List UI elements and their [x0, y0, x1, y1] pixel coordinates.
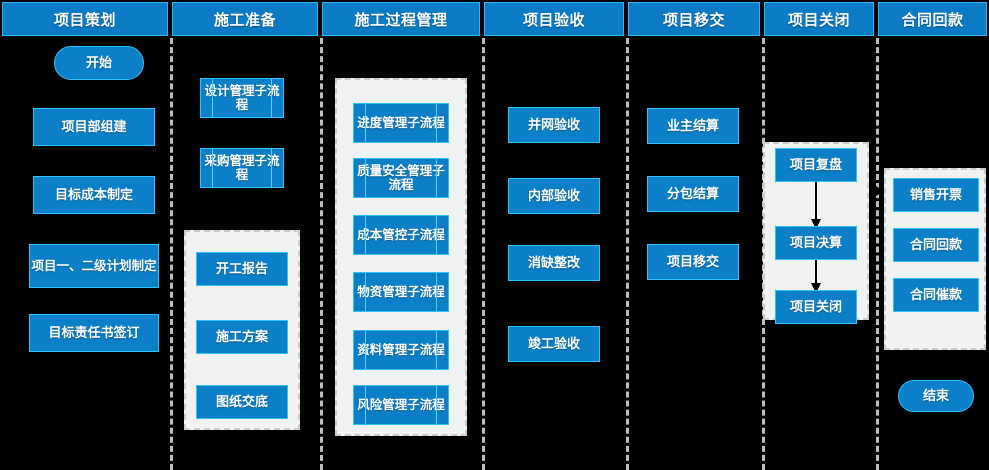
node-subcontract-settlement[interactable]: 分包结算	[647, 176, 739, 212]
node-commencement-report[interactable]: 开工报告	[196, 252, 288, 286]
node-material-management-subprocess[interactable]: 物资管理子流程	[353, 272, 449, 312]
lane-divider-2	[320, 38, 323, 470]
lane-header-project-handover[interactable]: 项目移交	[628, 2, 760, 36]
node-contract-collection[interactable]: 合同回款	[893, 228, 979, 262]
lane-header-project-acceptance[interactable]: 项目验收	[484, 2, 624, 36]
arrow-review-to-final-account	[811, 182, 821, 229]
arrow-final-account-to-closure	[811, 260, 821, 293]
node-project-closure[interactable]: 项目关闭	[775, 290, 857, 324]
node-internal-acceptance[interactable]: 内部验收	[508, 178, 600, 214]
node-quality-safety-management-subprocess[interactable]: 质量安全管理子流程	[353, 158, 449, 198]
node-level-1-2-plan-formulation[interactable]: 项目一、二级计划制定	[29, 244, 159, 288]
lane-divider-6	[876, 38, 879, 470]
node-project-department-setup[interactable]: 项目部组建	[33, 108, 155, 146]
node-project-final-account[interactable]: 项目决算	[775, 226, 857, 260]
node-target-cost-formulation[interactable]: 目标成本制定	[33, 176, 155, 214]
node-completion-acceptance[interactable]: 竣工验收	[508, 326, 600, 362]
lane-header-construction-preparation[interactable]: 施工准备	[172, 2, 318, 36]
node-design-management-subprocess[interactable]: 设计管理子流程	[200, 78, 284, 118]
node-grid-connection-acceptance[interactable]: 并网验收	[508, 107, 600, 143]
node-sales-invoicing[interactable]: 销售开票	[893, 178, 979, 212]
lane-header-contract-collection[interactable]: 合同回款	[878, 2, 987, 36]
node-project-handover[interactable]: 项目移交	[647, 244, 739, 280]
node-target-responsibility-signing[interactable]: 目标责任书签订	[29, 314, 159, 352]
node-construction-plan[interactable]: 施工方案	[196, 320, 288, 354]
lane-header-construction-process-management[interactable]: 施工过程管理	[322, 2, 480, 36]
node-defect-rectification[interactable]: 消缺整改	[508, 245, 600, 281]
node-start[interactable]: 开始	[54, 46, 144, 80]
node-document-management-subprocess[interactable]: 资料管理子流程	[353, 330, 449, 370]
node-end[interactable]: 结束	[898, 380, 974, 412]
node-owner-settlement[interactable]: 业主结算	[647, 108, 739, 144]
lane-header-project-closure[interactable]: 项目关闭	[764, 2, 874, 36]
lane-divider-4	[626, 38, 629, 470]
lane-header-project-planning[interactable]: 项目策划	[2, 2, 168, 36]
arrow-into-sales-invoicing	[876, 186, 884, 196]
lane-divider-3	[482, 38, 485, 470]
node-cost-control-subprocess[interactable]: 成本管控子流程	[353, 215, 449, 255]
lane-divider-1	[170, 38, 173, 470]
node-contract-dunning[interactable]: 合同催款	[893, 278, 979, 312]
node-project-review[interactable]: 项目复盘	[775, 148, 857, 182]
node-schedule-management-subprocess[interactable]: 进度管理子流程	[353, 103, 449, 143]
node-risk-management-subprocess[interactable]: 风险管理子流程	[353, 385, 449, 425]
node-drawing-disclosure[interactable]: 图纸交底	[196, 385, 288, 419]
node-procurement-management-subprocess[interactable]: 采购管理子流程	[200, 148, 284, 188]
